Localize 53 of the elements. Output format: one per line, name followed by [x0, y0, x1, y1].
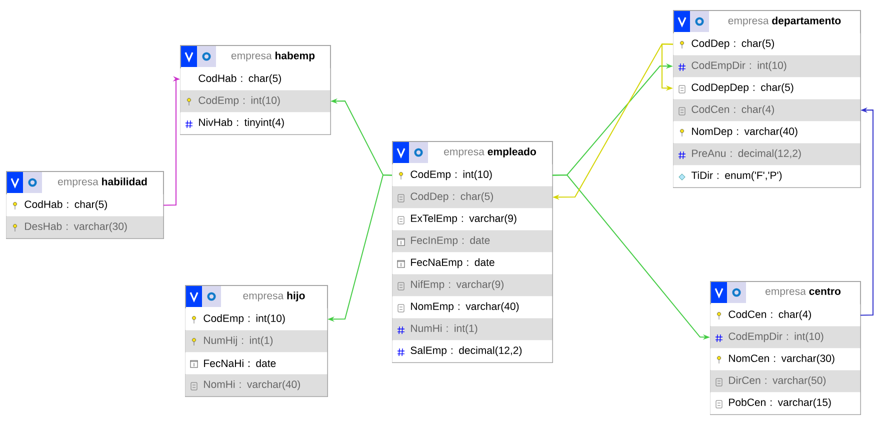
- node-label: NomDep : varchar(40): [692, 127, 798, 138]
- column-row: CodDepDep : char(5): [673, 77, 860, 100]
- column-row: CodEmp : int(10): [392, 164, 552, 186]
- node-label: CodDepDep : char(5): [692, 83, 794, 94]
- node-label: NivHab : tinyint(4): [199, 118, 284, 128]
- column-row: PreAnu : decimal(12,2): [673, 143, 860, 166]
- table-header: empresa centro: [766, 288, 841, 298]
- table-header: empresa hijo: [243, 292, 305, 302]
- node-label: FecNaEmp : date: [411, 258, 494, 268]
- column-row: PobCen : varchar(15): [710, 392, 860, 414]
- column-row: SalEmp : decimal(12,2): [392, 340, 552, 362]
- node-label: FecNaHi : date: [204, 359, 276, 368]
- column-row: FecInEmp : date: [392, 230, 552, 252]
- node-label: CodCen : char(4): [728, 310, 811, 320]
- column-row: CodEmp : int(10): [185, 308, 328, 330]
- column-row: CodEmpDir : int(10): [673, 55, 860, 78]
- column-row: NivHab : tinyint(4): [180, 112, 330, 134]
- column-row: NomCen : varchar(30): [710, 348, 860, 370]
- node-label: NomCen : varchar(30): [729, 354, 834, 364]
- node-label: CodEmp : int(10): [204, 314, 285, 324]
- column-row: TiDir : enum('F','P'): [673, 165, 860, 188]
- column-row: ExTelEmp : varchar(9): [392, 208, 552, 230]
- node-label: TiDir : enum('F','P'): [691, 171, 782, 182]
- table-header: empresa empleado: [444, 148, 536, 158]
- column-row: CodHab : char(5): [180, 68, 330, 90]
- column-row: NomEmp : varchar(40): [392, 296, 552, 318]
- column-row: CodCen : char(4): [673, 99, 860, 122]
- column-row: CodEmpDir : int(10): [710, 326, 860, 348]
- column-row: DesHab : varchar(30): [6, 216, 164, 238]
- column-row: CodEmp : int(10): [180, 90, 330, 112]
- table-header: empresa habemp: [231, 52, 315, 62]
- node-label: SalEmp : decimal(12,2): [410, 346, 522, 356]
- column-row: DirCen : varchar(50): [710, 370, 860, 392]
- column-row: FecNaHi : date: [185, 352, 328, 374]
- node-label: CodDep : char(5): [692, 39, 774, 50]
- column-row: FecNaEmp : date: [392, 252, 552, 274]
- column-row: NumHij : int(1): [185, 330, 328, 352]
- table-header: empresa habilidad: [58, 178, 147, 188]
- column-row: CodDep : char(5): [392, 186, 552, 208]
- node-label: CodEmp : int(10): [410, 170, 492, 180]
- column-row: NomHi : varchar(40): [185, 374, 328, 396]
- node-label: PobCen : varchar(15): [729, 398, 831, 408]
- column-row: NifEmp : varchar(9): [392, 274, 552, 296]
- node-label: ExTelEmp : varchar(9): [411, 214, 516, 224]
- column-row: CodDep : char(5): [673, 33, 860, 56]
- column-row: NumHi : int(1): [392, 318, 552, 340]
- column-row: NomDep : varchar(40): [673, 121, 860, 144]
- column-row: CodCen : char(4): [710, 304, 860, 326]
- node-label: CodHab : char(5): [24, 200, 107, 210]
- node-label: NomEmp : varchar(40): [411, 302, 519, 312]
- table-header: empresa departamento: [728, 16, 841, 26]
- column-row: CodHab : char(5): [6, 194, 164, 216]
- node-label: CodHab : char(5): [198, 74, 281, 84]
